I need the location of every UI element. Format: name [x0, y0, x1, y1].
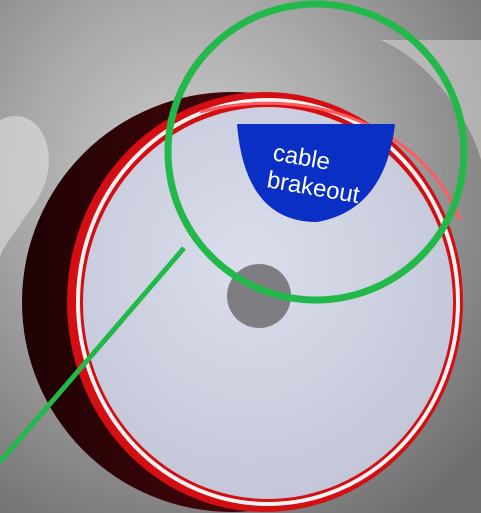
diagram-stage: cable brakeout	[0, 0, 481, 513]
reel-diagram: cable brakeout	[0, 0, 481, 513]
